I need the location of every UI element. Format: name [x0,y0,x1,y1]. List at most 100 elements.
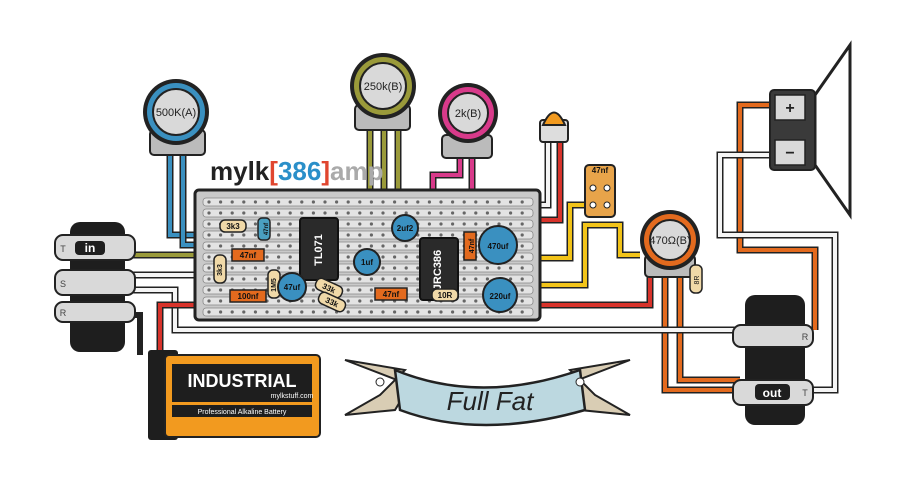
cap-47nf-b: 47nf [374,287,408,301]
cap-220uf-label: 220uf [490,292,511,301]
cap-47nf-a: 47nf [231,248,265,262]
strip-hole [207,211,211,215]
copper-strip [202,197,534,207]
strip-hole [230,266,234,270]
strip-hole [358,299,362,303]
strip-hole [358,244,362,248]
strip-hole [265,310,269,314]
strip-hole [219,288,223,292]
strip-hole [265,266,269,270]
strip-hole [520,266,524,270]
strip-hole [253,266,257,270]
strip-hole [427,233,431,237]
pot-volume[interactable]: 500K(A) [143,79,209,156]
strip-hole [346,244,350,248]
cap-47nf-d: 47nf [257,217,271,241]
strip-hole [485,266,489,270]
input-jack[interactable]: in T S R [54,222,136,352]
strip-hole [323,200,327,204]
strip-hole [497,222,501,226]
strip-hole [427,310,431,314]
cap-module-label: 47nf [592,166,609,175]
resistor-8r-label: 8R [694,276,701,285]
strip-hole [404,255,408,259]
strip-hole [404,266,408,270]
output-jack[interactable]: out R T [732,295,814,425]
strip-hole [497,200,501,204]
strip-hole [358,222,362,226]
strip-hole [277,299,281,303]
strip-hole [416,277,420,281]
cap-220uf: 220uf [482,277,518,313]
strip-hole [451,222,455,226]
output-pin-r: R [802,332,809,342]
strip-hole [485,277,489,281]
strip-hole [311,310,315,314]
strip-hole [253,277,257,281]
strip-hole [207,222,211,226]
strip-hole [474,200,478,204]
strip-hole [265,211,269,215]
strip-hole [369,211,373,215]
full-fat-banner: Full Fat [344,359,631,427]
strip-hole [219,200,223,204]
strip-hole [277,211,281,215]
strip-hole [381,211,385,215]
strip-hole [393,310,397,314]
cap-2uf2: 2uf2 [391,214,419,242]
cap-47nf-b-label: 47nf [383,290,400,299]
strip-hole [381,310,385,314]
pot-gain-label: 250k(B) [364,81,403,93]
strip-hole [358,200,362,204]
resistor-1m5-label: 1M5 [271,278,278,292]
strip-hole [219,310,223,314]
strip-hole [253,200,257,204]
strip-hole [242,233,246,237]
battery-site: mylkstuff.com [271,393,314,400]
speaker-minus: − [785,145,794,162]
strip-hole [300,310,304,314]
copper-strip [202,208,534,218]
strip-hole [416,211,420,215]
strip-hole [253,233,257,237]
strip-hole [265,255,269,259]
pot-out-wire-inner [663,275,740,392]
strip-hole [462,277,466,281]
strip-hole [416,310,420,314]
strip-hole [404,277,408,281]
pot-tone[interactable]: 2k(B) [438,83,498,159]
strip-hole [439,222,443,226]
strip-hole [277,244,281,248]
title-suffix: amp [330,156,383,186]
battery-desc: Professional Alkaline Battery [198,409,287,416]
cap-470uf-label: 470uf [488,242,509,251]
strip-hole [346,255,350,259]
strip-hole [520,233,524,237]
strip-hole [346,233,350,237]
strip-hole [474,277,478,281]
strip-hole [393,244,397,248]
strip-hole [393,255,397,259]
pot-gain[interactable]: 250k(B) [350,53,416,131]
cap-2uf2-label: 2uf2 [397,224,414,233]
strip-hole [242,310,246,314]
ic-jrc386-label: JRC386 [432,250,444,290]
strip-hole [300,299,304,303]
strip-hole [369,222,373,226]
strip-hole [230,277,234,281]
cap-100nf-label: 100nf [238,292,259,301]
strip-hole [381,266,385,270]
strip-hole [358,310,362,314]
output-pin-t: T [802,388,808,398]
strip-hole [277,233,281,237]
pot-volume-label: 500K(A) [156,107,196,119]
pot-speaker[interactable]: 470Ω(B) [640,210,700,278]
strip-hole [509,222,513,226]
strip-hole [358,288,362,292]
strip-hole [311,299,315,303]
strip-hole [393,211,397,215]
resistor-10r-label: 10R [438,291,453,300]
strip-hole [300,211,304,215]
strip-hole [369,288,373,292]
